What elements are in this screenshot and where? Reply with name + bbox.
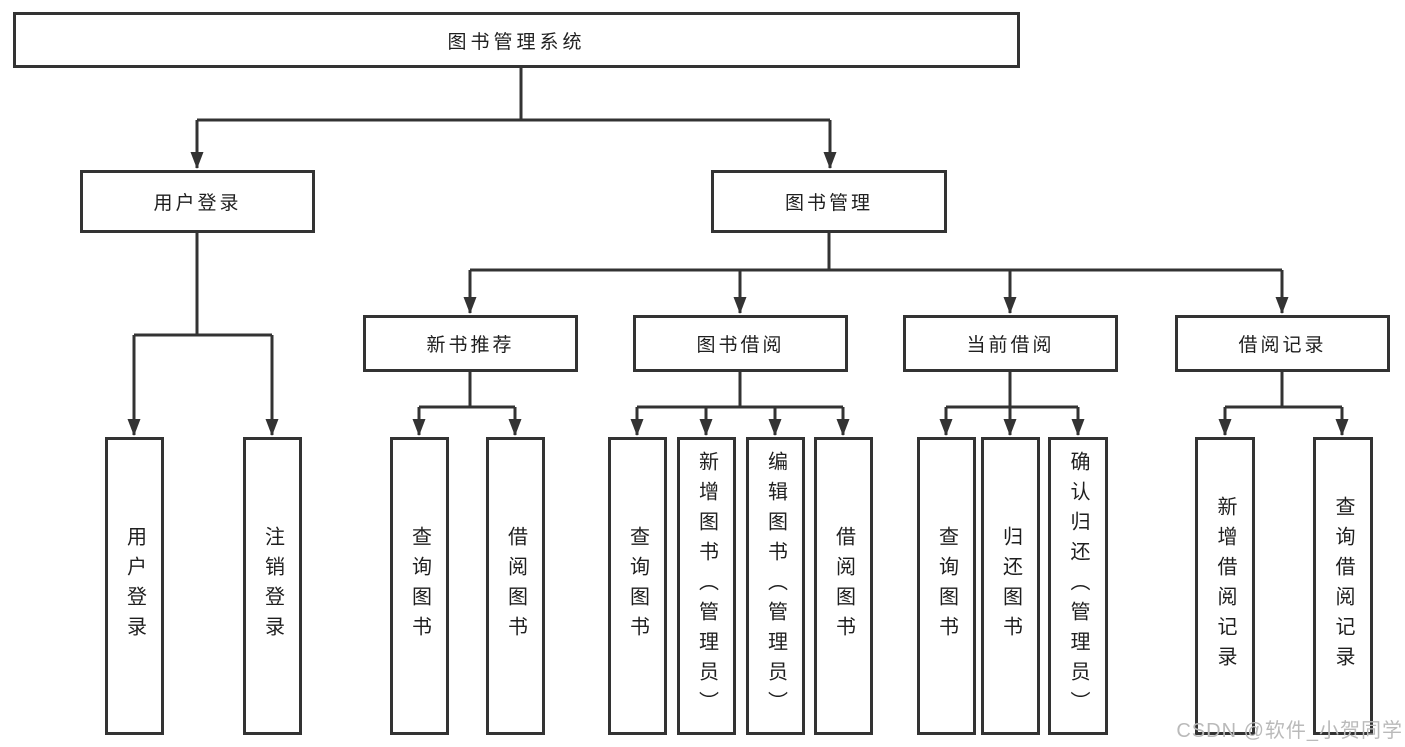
leaf-add-borrow-record: 新增借阅记录 (1195, 437, 1255, 735)
leaf-add-books-admin: 新增图书（管理员） (677, 437, 736, 735)
node-current-borrow: 当前借阅 (903, 315, 1118, 372)
csdn-watermark: CSDN @软件_小贺同学 (1176, 720, 1403, 742)
node-borrow-record-label: 借阅记录 (1238, 335, 1327, 356)
leaf-query-books-current: 查询图书 (917, 437, 976, 735)
leaf-query-borrow-record: 查询借阅记录 (1313, 437, 1373, 735)
node-user-login: 用户登录 (80, 170, 315, 233)
leaf-borrow-books-recommend: 借阅图书 (486, 437, 545, 735)
node-book-borrow: 图书借阅 (633, 315, 848, 372)
leaf-return-books: 归还图书 (981, 437, 1040, 735)
node-book-management: 图书管理 (711, 170, 947, 233)
node-book-borrow-label: 图书借阅 (696, 335, 785, 356)
node-root-label: 图书管理系统 (447, 31, 586, 53)
node-new-book-recommend: 新书推荐 (363, 315, 578, 372)
node-book-management-label: 图书管理 (784, 193, 873, 214)
leaf-logout: 注销登录 (243, 437, 302, 735)
edge-lines (127, 68, 1349, 436)
node-new-book-recommend-label: 新书推荐 (426, 335, 515, 356)
leaf-confirm-return-admin: 确认归还（管理员） (1048, 437, 1108, 735)
node-current-borrow-label: 当前借阅 (966, 335, 1055, 356)
leaf-borrow-books: 借阅图书 (814, 437, 873, 735)
leaf-query-books-borrow: 查询图书 (608, 437, 667, 735)
node-borrow-record: 借阅记录 (1175, 315, 1390, 372)
node-user-login-label: 用户登录 (153, 193, 242, 214)
leaf-edit-books-admin: 编辑图书（管理员） (746, 437, 805, 735)
node-root: 图书管理系统 (13, 12, 1020, 68)
leaf-user-login: 用户登录 (105, 437, 164, 735)
leaf-query-books-recommend: 查询图书 (390, 437, 449, 735)
